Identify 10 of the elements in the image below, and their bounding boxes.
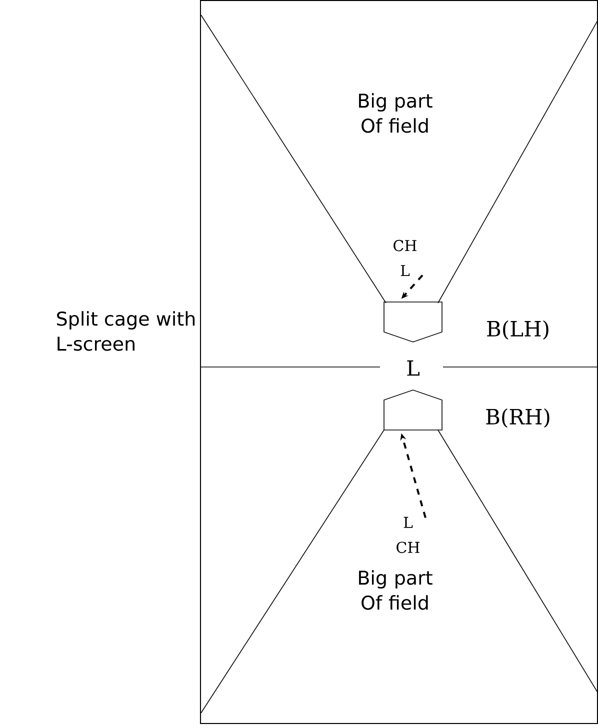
node-label: Split cage with L-screen bbox=[57, 311, 195, 351]
area-label: Big part Of field bbox=[359, 93, 432, 133]
position-label: L CH bbox=[396, 516, 420, 554]
area-label: Big part Of field bbox=[359, 570, 432, 610]
base-plate bbox=[384, 302, 442, 342]
base-plate bbox=[384, 390, 442, 430]
area-label: L bbox=[407, 360, 420, 376]
position-label: CH L bbox=[394, 240, 416, 276]
player-label: B(RH) bbox=[486, 408, 550, 428]
player-label: B(LH) bbox=[487, 320, 548, 340]
